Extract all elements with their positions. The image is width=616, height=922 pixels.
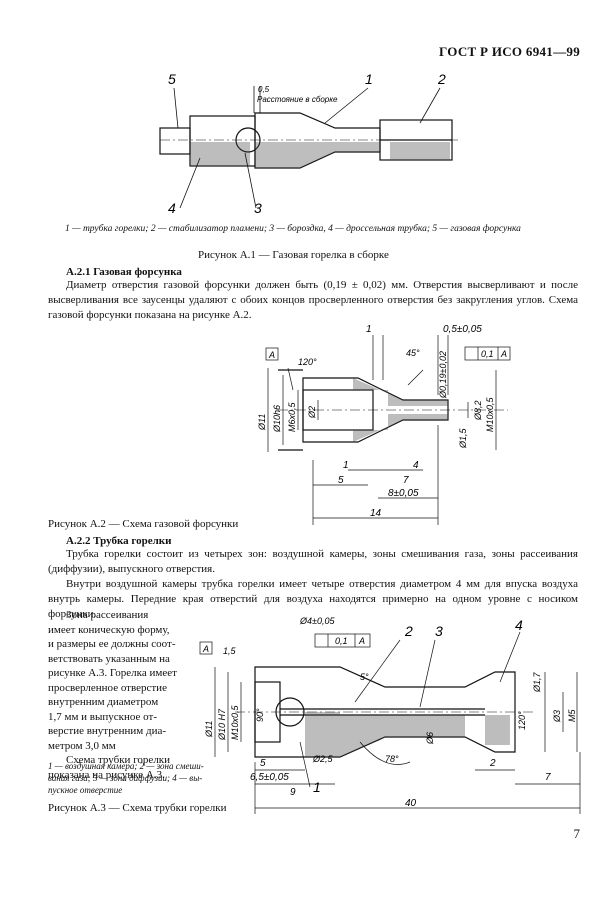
fig3-callout-2: 2 [404,623,413,639]
fig3-legend-line: пускное отверстие [48,785,123,795]
fig1-title: Рисунок А.1 — Газовая горелка в сборке [198,249,389,261]
sec2-p3-line: верстие внутренним диа- [48,725,167,737]
fig2-d2: Ø2 [307,406,317,419]
fig2-dim-05: 0,5±0,05 [443,324,482,335]
fig3-a78: 78° [385,754,399,764]
sec2-p3: Зона рассеивания имеет коническую форму,… [48,608,208,782]
fig3-a120: 120° [517,711,527,730]
fig2-d82: Ø8,2 [473,400,483,421]
sec2-heading: А.2.2 Трубка горелки [66,535,172,547]
fig2-l14: 14 [370,508,382,519]
sec2-p3-line: ветствовать указанным на [48,652,170,665]
fig2-l5: 5 [338,475,344,486]
fig3-legend: 1 — воздушная камера; 2 — зона смеши- ва… [48,760,228,796]
fig1-legend: 1 — трубка горелки; 2 — стабилизатор пла… [65,224,521,234]
figure-a1-drawing: 5 1 2 4 3 0,5 Расстояние в сборке [159,71,460,216]
fig3-d11: Ø11 [204,721,214,738]
fig1-callout-1: 1 [365,71,373,87]
figure-a3-drawing: Ø4±0,05 0,1 A A 1,5 2 3 4 1 Ø11 Ø10 H7 M… [199,616,581,814]
fig3-l9: 9 [290,787,296,798]
fig2-d10h6: Ø10h6 [272,405,282,433]
fig3-title: Рисунок А.3 — Схема трубки горелки [48,802,227,814]
sec2-p3-line: и размеры ее должны соот- [48,638,176,650]
fig3-legend-line: вания газа; 3 — зона диффузии; 4 — вы- [48,773,203,783]
sec2-p3-line: просверленное отверстие [48,681,167,694]
sec2-p3-line: Зона рассеивания [66,609,149,621]
fig2-l8: 8±0,05 [388,488,419,499]
fig3-m10: M10x0,5 [230,704,240,740]
fig3-l2: 2 [489,758,496,769]
figure-a2-drawing: A 1 0,5±0,05 45° 120° Ø0,19±0,02 0,1 A Ø… [257,324,511,525]
fig3-l40: 40 [405,798,417,809]
sec2-p3-line: имеет коническую форму, [48,623,170,636]
fig3-callout-4: 4 [515,617,523,633]
sec1-text: Диаметр отверстия газовой форсунки долже… [48,279,578,321]
fig2-d15: Ø1,5 [458,427,468,449]
sec2-p4-line: Схема трубки горелки [66,754,171,766]
fig3-l7: 7 [545,772,551,783]
fig1-dim-top: 0,5 [258,85,270,94]
sec2-p3-line: рисунке А.3. Горелка имеет [48,667,177,679]
fig3-a90: 90° [255,708,265,722]
fig3-a5: 5° [360,672,369,682]
fig2-tolref: A [500,349,507,359]
fig2-dim-1: 1 [366,324,372,335]
fig1-callout-3: 3 [254,200,262,216]
fig2-l7: 7 [403,475,409,486]
fig3-datum: A [202,644,209,654]
fig3-l65: 6,5±0,05 [250,772,289,783]
sec2-p3-line: внутренним диаметром [48,696,159,708]
fig3-d3: Ø3 [552,710,562,723]
sec2-p3-line: 1,7 мм и выпускное от- [48,710,157,723]
fig2-datum: A [268,350,275,360]
sec2-p1: Трубка горелки состоит из четырех зон: в… [48,548,578,575]
fig2-l1: 1 [343,460,349,471]
sec2-p3-line: метром 3,0 мм [48,739,116,752]
fig3-d6: Ø6 [425,732,435,745]
fig2-d019: Ø0,19±0,02 [438,351,448,399]
fig3-l5: 5 [260,758,266,769]
fig2-d11: Ø11 [257,414,267,431]
fig3-tol: 0,1 [335,636,348,646]
fig1-callout-5: 5 [168,71,176,87]
fig3-l15: 1,5 [223,646,237,656]
fig2-m10: M10x0,5 [485,396,495,432]
fig1-callout-2: 2 [437,71,446,87]
fig3-m5: M5 [567,709,577,722]
fig3-legend-line: 1 — воздушная камера; 2 — зона смеши- [48,761,204,771]
fig1-dim-note: Расстояние в сборке [257,95,338,104]
fig2-m6: M6x0,5 [287,401,297,432]
fig2-ang45: 45° [406,348,420,358]
fig3-callout-1: 1 [313,779,321,795]
sec2-p2: Внутри воздушной камеры трубка горелки и… [48,578,578,620]
standard-header: ГОСТ Р ИСО 6941—99 [439,44,580,59]
fig2-tol: 0,1 [481,349,494,359]
fig3-d4: Ø4±0,05 [299,616,335,626]
fig2-title: Рисунок А.2 — Схема газовой форсунки [48,518,239,530]
fig3-tolref: A [358,636,365,646]
sec2-p4-line: показана на рисунке А.3. [48,768,165,781]
fig2-ang120: 120° [298,357,317,367]
fig3-d10h7: Ø10 H7 [217,708,227,741]
fig3-callout-3: 3 [435,623,443,639]
page-number: 7 [573,826,581,841]
fig3-d25: Ø2,5 [312,754,334,764]
fig2-l4: 4 [413,460,419,471]
sec1-heading: А.2.1 Газовая форсунка [66,266,182,278]
fig1-callout-4: 4 [168,200,176,216]
fig3-d17: Ø1,7 [532,671,542,693]
